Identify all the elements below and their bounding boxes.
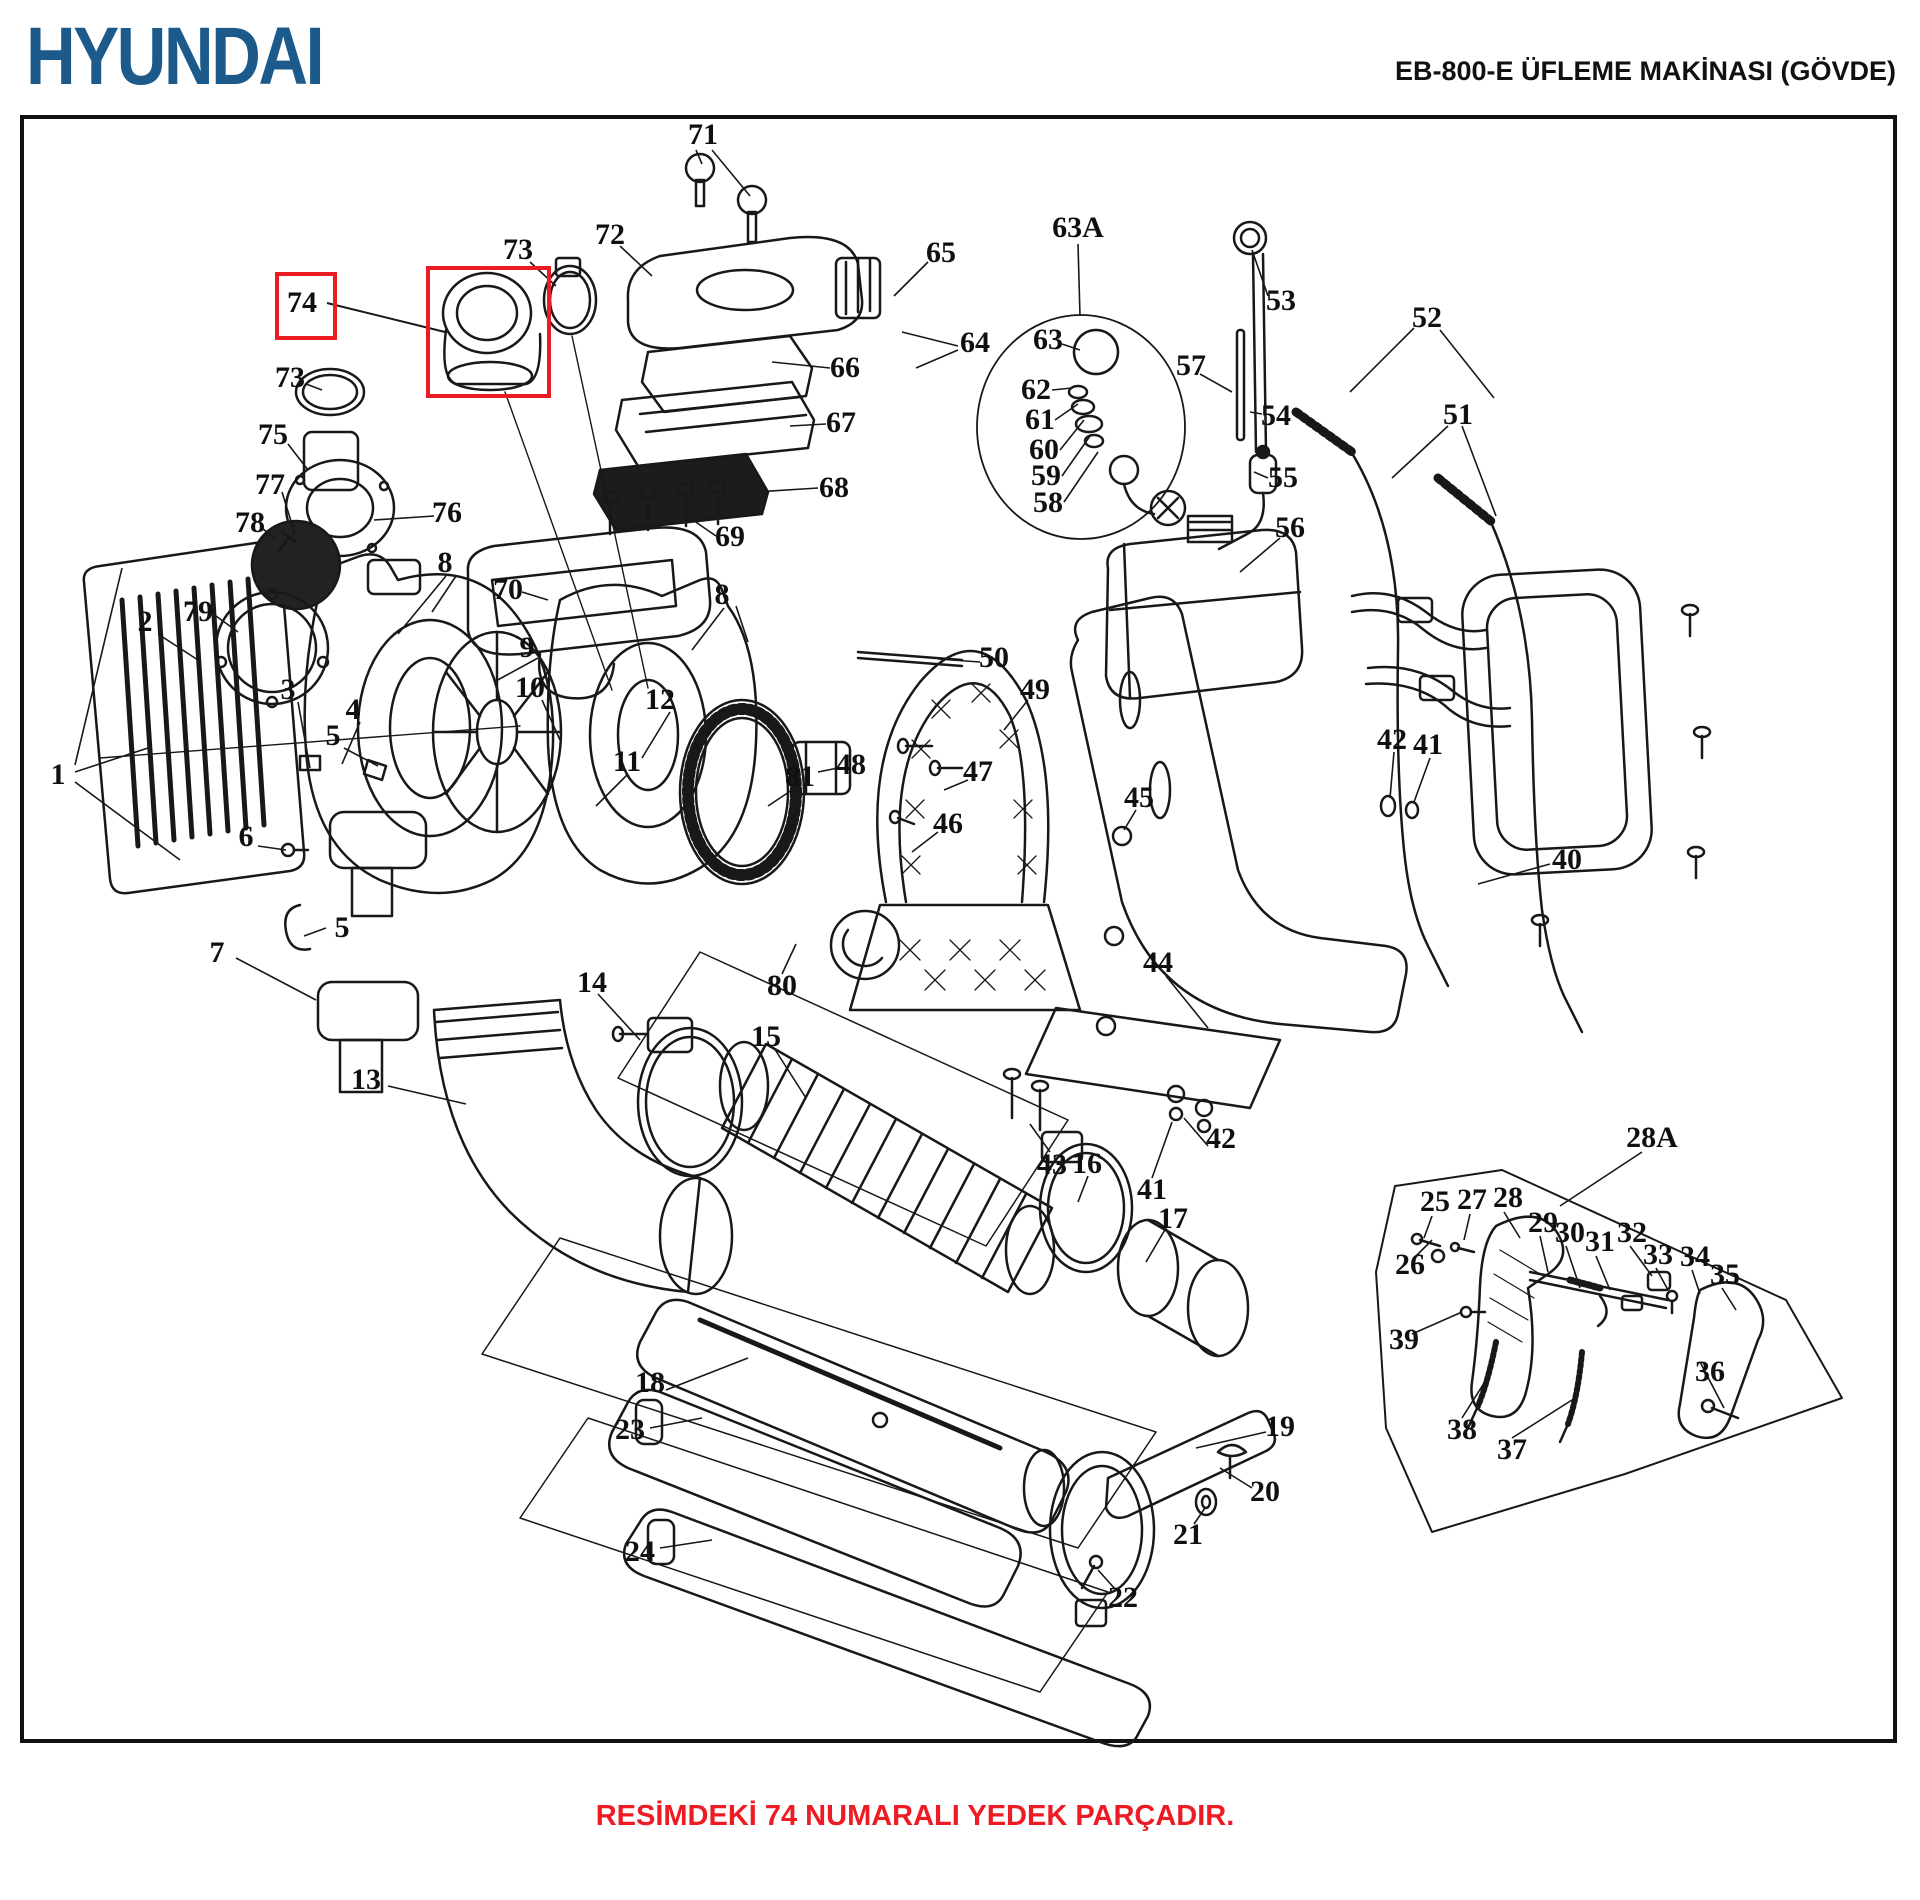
highlight-box-74-label [275, 272, 337, 340]
highlight-box-74-part [426, 266, 551, 398]
brand-logo: HYUNDAI [26, 11, 325, 102]
page-title: EB-800-E ÜFLEME MAKİNASI (GÖVDE) [1394, 56, 1896, 86]
spare-part-note: RESİMDEKİ 74 NUMARALI YEDEK PARÇADIR. [595, 1800, 1235, 1832]
diagram-border-frame [20, 115, 1897, 1743]
